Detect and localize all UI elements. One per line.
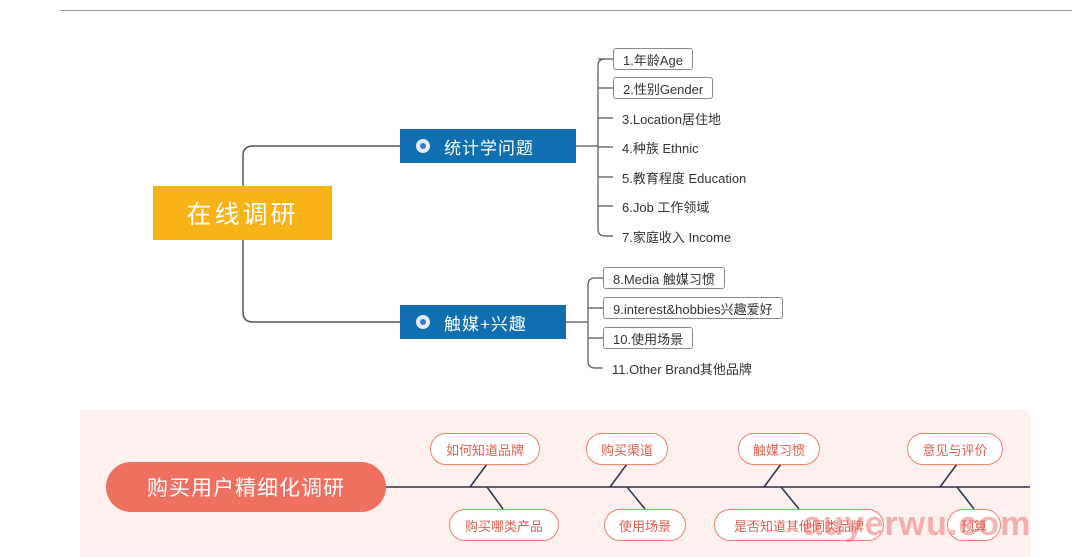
leaf-other-brand: 11.Other Brand其他品牌 — [612, 361, 752, 377]
bone-opinion-review: 意见与评价 — [907, 433, 1003, 465]
branch-label: 触媒+兴趣 — [444, 314, 527, 334]
person-icon — [416, 315, 430, 329]
bone-how-know-brand: 如何知道品牌 — [430, 433, 540, 465]
bone-budget: 预算 — [947, 509, 1001, 541]
leaf-media: 8.Media 触媒习惯 — [603, 267, 725, 289]
globe-icon — [416, 139, 430, 153]
bone-media-habit: 触媒习惯 — [738, 433, 820, 465]
leaf-usage-scenario: 10.使用场景 — [603, 327, 694, 349]
leaf-location: 3.Location居住地 — [622, 111, 721, 127]
bone-product-type: 购买哪类产品 — [449, 509, 559, 541]
fishbone-head: 购买用户精细化调研 — [106, 462, 386, 512]
leaf-income: 7.家庭收入 Income — [622, 229, 732, 245]
watermark-text: auyerwu.com — [803, 505, 1032, 543]
top-divider-line — [60, 10, 1072, 11]
leaf-age: 1.年龄Age — [613, 48, 693, 70]
branch-label: 统计学问题 — [444, 138, 534, 158]
leaf-gender: 2.性别Gender — [613, 77, 714, 99]
leaf-ethnic: 4.种族 Ethnic — [622, 140, 699, 156]
root-branch2-connector — [242, 240, 400, 323]
leaf-job: 6.Job 工作领域 — [622, 199, 710, 215]
bone-purchase-channel: 购买渠道 — [586, 433, 668, 465]
leaf-interest-hobbies: 9.interest&hobbies兴趣爱好 — [603, 297, 783, 319]
mindmap-root-node: 在线调研 — [153, 186, 332, 240]
bone-know-other-brands: 是否知道其他同类品牌 — [714, 509, 884, 541]
branch-node-statistics: 统计学问题 — [400, 129, 576, 163]
root-branch1-connector — [242, 145, 400, 186]
branch-node-media-interest: 触媒+兴趣 — [400, 305, 566, 339]
bone-usage-scenario: 使用场景 — [604, 509, 686, 541]
leaf-education: 5.教育程度 Education — [622, 170, 747, 186]
